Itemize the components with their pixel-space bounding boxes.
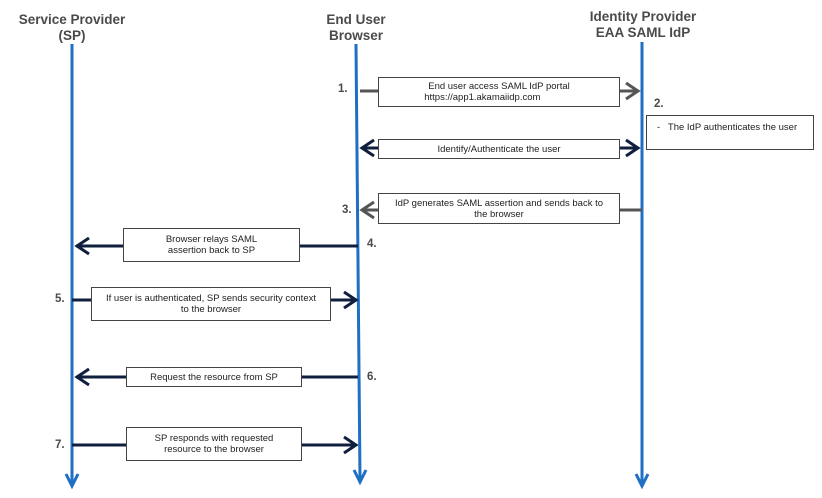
idp-header: Identity Provider EAA SAML IdP	[573, 9, 713, 41]
step6-message: Request the resource from SP	[126, 367, 302, 387]
step3-message-text: IdP generates SAML assertion and sends b…	[394, 197, 604, 220]
step7-number: 7.	[55, 439, 65, 451]
step3-arrowhead	[359, 200, 375, 220]
step3-number: 3.	[342, 204, 352, 216]
step6-message-text: Request the resource from SP	[150, 371, 278, 383]
sp-lifeline-arrowhead	[64, 473, 80, 490]
step6-arrowhead	[74, 367, 90, 387]
sp-header-line1: Service Provider	[18, 12, 126, 27]
step4-number: 4.	[367, 238, 377, 250]
idp-header-line2: EAA SAML IdP	[595, 25, 691, 40]
step3-message: IdP generates SAML assertion and sends b…	[378, 193, 620, 224]
authenticate-arrowhead-left	[359, 138, 375, 158]
authenticate-message: Identify/Authenticate the user	[378, 139, 620, 159]
idp-header-line1: Identity Provider	[589, 9, 697, 24]
sp-header: Service Provider (SP)	[12, 12, 132, 44]
step2-message-text: - The IdP authenticates the user	[657, 122, 798, 133]
step1-message-line2: https://app1.akamaiidp.com	[424, 92, 541, 103]
step1-arrowhead	[625, 81, 641, 101]
step5-number: 5.	[55, 293, 65, 305]
step2-message: - The IdP authenticates the user	[646, 115, 814, 150]
step4-message: Browser relays SAML assertion back to SP	[123, 228, 300, 262]
step2-number: 2.	[654, 98, 664, 110]
step7-message: SP responds with requested resource to t…	[126, 427, 302, 461]
idp-lifeline-arrowhead	[634, 473, 650, 490]
browser-header-line2: Browser	[328, 28, 384, 43]
browser-lifeline-arrowhead	[352, 469, 368, 486]
authenticate-arrowhead-right	[625, 138, 641, 158]
step4-message-text: Browser relays SAML assertion back to SP	[165, 234, 258, 256]
browser-header: End User Browser	[306, 12, 406, 44]
browser-header-line1: End User	[326, 12, 386, 27]
step5-arrowhead	[343, 290, 359, 310]
step1-message-line1: End user access SAML IdP portal	[428, 81, 570, 92]
sp-header-line2: (SP)	[58, 28, 86, 43]
step5-message-text: If user is authenticated, SP sends secur…	[106, 293, 316, 315]
authenticate-message-text: Identify/Authenticate the user	[437, 143, 561, 155]
browser-lifeline	[354, 43, 362, 481]
step1-message: End user access SAML IdP portal https://…	[378, 77, 620, 107]
step7-message-text: SP responds with requested resource to t…	[154, 433, 274, 455]
step7-arrowhead	[343, 435, 359, 455]
step5-message: If user is authenticated, SP sends secur…	[91, 287, 331, 321]
step6-number: 6.	[367, 371, 377, 383]
step1-number: 1.	[338, 83, 348, 95]
step4-arrowhead	[74, 236, 90, 256]
